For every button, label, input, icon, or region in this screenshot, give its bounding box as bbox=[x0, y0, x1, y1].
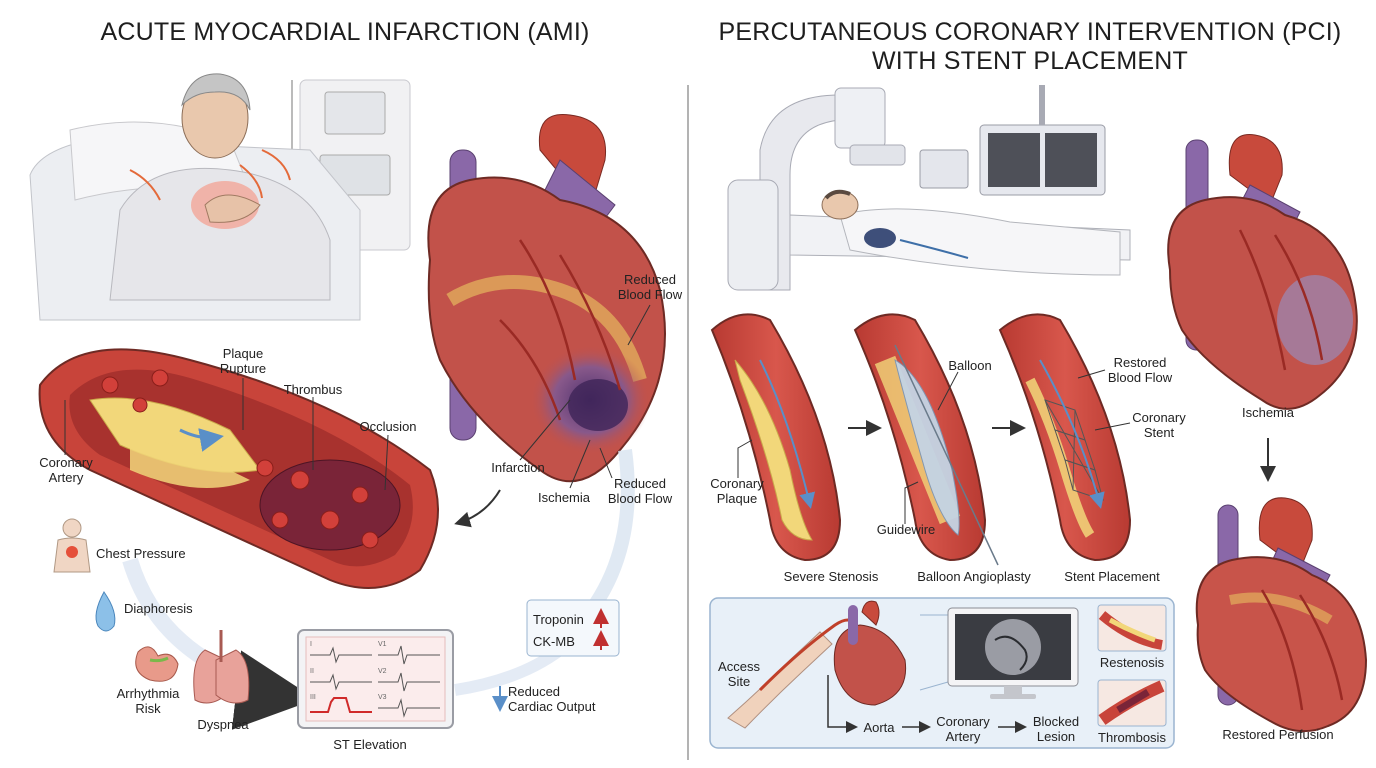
pci-title-line-1: PERCUTANEOUS CORONARY INTERVENTION (PCI) bbox=[718, 18, 1342, 46]
dyspnea-label: Dyspnea bbox=[197, 717, 249, 732]
occlusion-label: Occlusion bbox=[359, 419, 417, 434]
ischemia-label: Ischemia bbox=[537, 490, 591, 505]
restenosis-label: Restenosis bbox=[1099, 655, 1165, 670]
balloon-label: Balloon bbox=[948, 358, 992, 373]
ck-mb-label: CK-MB bbox=[533, 634, 575, 649]
ami-title: ACUTE MYOCARDIAL INFARCTION (AMI) bbox=[100, 18, 590, 46]
heart-to-artery-arrow bbox=[454, 489, 501, 528]
coronary-plaque-label: Coronary Plaque bbox=[710, 476, 764, 506]
diaphoresis-label: Diaphoresis bbox=[124, 601, 193, 616]
restored-perfusion-label: Restored Perfusion bbox=[1222, 727, 1334, 742]
ecg-lead-i: I bbox=[310, 641, 312, 648]
pci-title: PERCUTANEOUS CORONARY INTERVENTION (PCI)… bbox=[710, 18, 1350, 76]
coronary-artery-label: Coronary Artery bbox=[39, 455, 93, 485]
path-coronary-artery-label: Coronary Artery bbox=[936, 714, 990, 744]
lungs-icon bbox=[193, 630, 250, 704]
reduced-cardiac-output-label: Reduced Cardiac Output bbox=[508, 684, 596, 714]
ischemic-heart-illustration bbox=[1167, 134, 1358, 410]
sweat-drop-icon bbox=[95, 591, 116, 632]
heart-ischemia-label: Ischemia bbox=[1241, 405, 1295, 420]
arrhythmia-risk-label: Arrhythmia Risk bbox=[116, 686, 180, 716]
ecg-lead-v1: V1 bbox=[378, 641, 387, 648]
restored-blood-flow-label: Restored Blood Flow bbox=[1107, 355, 1173, 385]
infarction-label: Infarction bbox=[491, 460, 545, 475]
plaque-rupture-label: Plaque Rupture bbox=[219, 346, 267, 376]
pci-leader-lines bbox=[737, 369, 1131, 524]
balloon-angioplasty-vessel bbox=[853, 313, 999, 566]
access-site-label: Access Site bbox=[718, 659, 760, 689]
occluded-artery-illustration bbox=[38, 348, 439, 589]
ecg-lead-ii: II bbox=[310, 668, 314, 675]
troponin-label: Troponin bbox=[533, 612, 584, 627]
stent-vessel bbox=[998, 313, 1132, 562]
access-route-panel bbox=[709, 597, 1175, 749]
step-stent-placement-label: Stent Placement bbox=[1064, 569, 1160, 584]
ecg-monitor bbox=[297, 629, 454, 729]
reduced-blood-flow-bottom-label: Reduced Blood Flow bbox=[607, 476, 673, 506]
stenosis-vessel bbox=[710, 313, 842, 562]
ami-heart-illustration bbox=[427, 113, 666, 483]
cath-lab-illustration bbox=[727, 85, 1131, 291]
coronary-stent-label: Coronary Stent bbox=[1132, 410, 1186, 440]
thrombosis-label: Thrombosis bbox=[1098, 730, 1166, 745]
reduced-blood-flow-top-label: Reduced Blood Flow bbox=[617, 272, 683, 302]
stomach-icon bbox=[135, 646, 179, 682]
aorta-label: Aorta bbox=[863, 720, 895, 735]
st-elevation-caption: ST Elevation bbox=[333, 737, 407, 752]
ami-leader-lines bbox=[64, 304, 651, 491]
step-balloon-angioplasty-label: Balloon Angioplasty bbox=[917, 569, 1031, 584]
reperfused-heart-illustration bbox=[1195, 497, 1368, 733]
ecg-lead-iii: III bbox=[310, 694, 316, 701]
chest-pressure-label: Chest Pressure bbox=[96, 546, 186, 561]
pci-title-line-2: WITH STENT PLACEMENT bbox=[871, 47, 1189, 75]
step-severe-stenosis-label: Severe Stenosis bbox=[783, 569, 879, 584]
biomarker-panel bbox=[526, 599, 620, 657]
chest-pressure-icon bbox=[53, 518, 91, 573]
guidewire-label: Guidewire bbox=[876, 522, 936, 537]
blocked-lesion-label: Blocked Lesion bbox=[1032, 714, 1080, 744]
ecg-lead-v3: V3 bbox=[378, 694, 387, 701]
thrombus-label: Thrombus bbox=[283, 382, 343, 397]
ecg-lead-v2: V2 bbox=[378, 668, 387, 675]
patient-in-bed-illustration bbox=[29, 73, 411, 321]
